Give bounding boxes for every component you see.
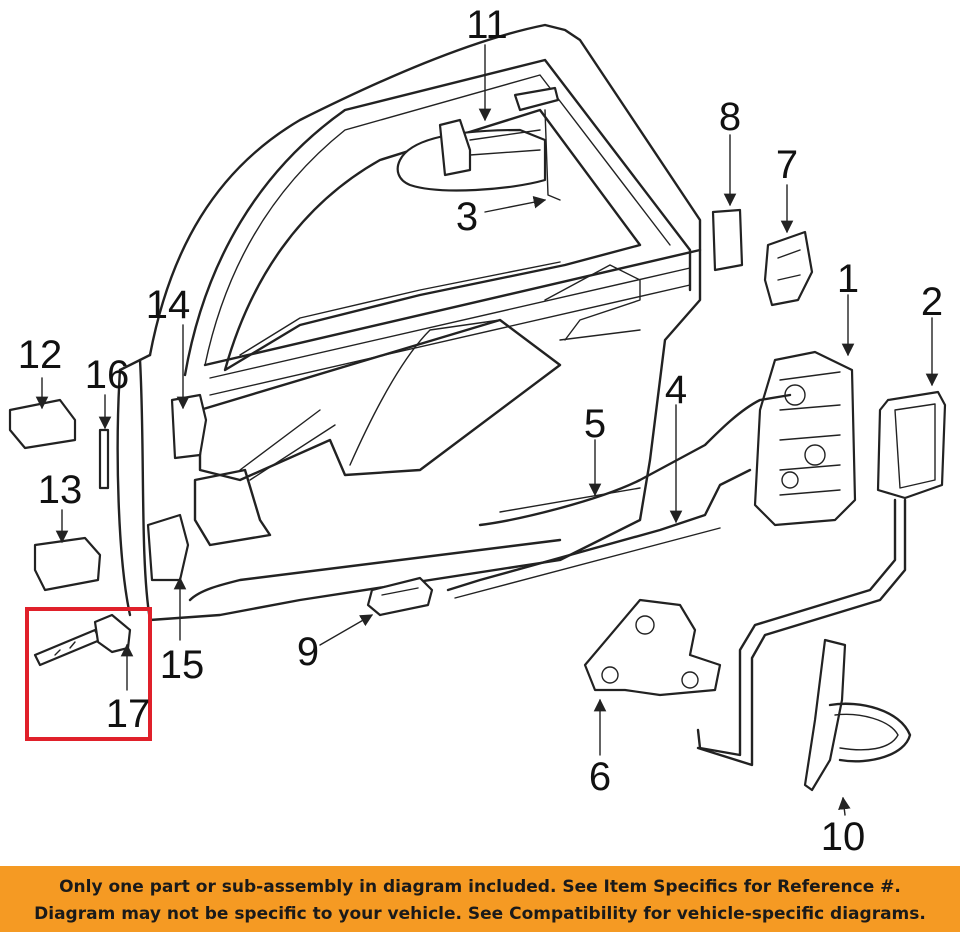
callout-5: 5 [584,402,606,446]
part-17-door-check [33,613,132,667]
part-10-bezel [803,638,912,792]
part-15-hinge [146,513,190,582]
lock-rods [446,393,907,767]
callout-15: 15 [160,643,205,687]
outside-handle [396,86,561,201]
disclaimer-line-1: Only one part or sub-assembly in diagram… [59,877,901,897]
callout-17: 17 [106,692,151,736]
callout-9: 9 [297,630,319,674]
callout-7: 7 [776,143,798,187]
callout-10: 10 [821,815,866,859]
callout-6: 6 [589,755,611,799]
part-8-pad [711,208,744,272]
door-parts-diagram: 1 2 3 4 5 6 7 8 9 10 11 12 13 14 15 16 1… [8,3,947,859]
callout-2: 2 [921,280,943,324]
callout-14: 14 [146,283,191,327]
part-9-inside-handle [366,576,434,617]
part-7-striker [763,230,814,307]
callout-12: 12 [18,333,63,377]
part-12-block [8,398,77,450]
part-6-bracket [583,598,722,697]
callout-11: 11 [466,3,508,47]
disclaimer-banner: Only one part or sub-assembly in diagram… [0,866,960,932]
leader-arrows [35,44,939,816]
highlight-box [25,607,152,741]
part-2-actuator [876,390,947,500]
part-16-pin [98,428,110,490]
part-13-block [33,536,102,592]
part-1-lock [753,350,857,527]
callout-13: 13 [38,468,83,512]
callout-16: 16 [85,353,130,397]
callout-3: 3 [456,195,478,239]
disclaimer-line-2: Diagram may not be specific to your vehi… [34,904,926,924]
door-shell [116,23,702,622]
callout-1: 1 [837,257,859,301]
callout-8: 8 [719,95,741,139]
callout-4: 4 [665,368,687,412]
part-14-hinge [170,393,208,460]
